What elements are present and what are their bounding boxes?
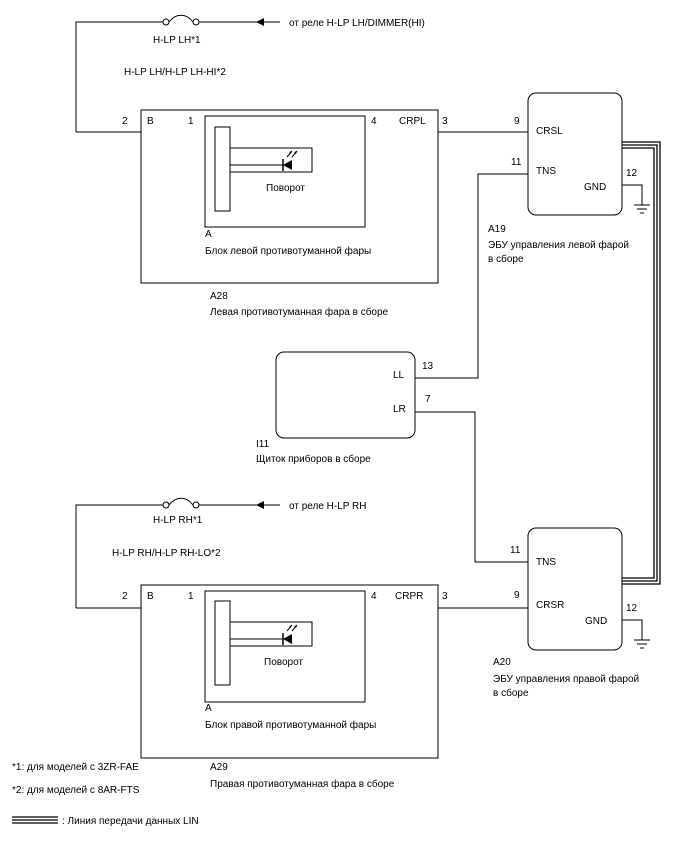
left-fuse-icon [162, 14, 200, 26]
right-supply-wire [75, 504, 163, 608]
left-source-label: от реле H-LP LH/DIMMER(HI) [289, 18, 425, 29]
left-ecu-code: A19 [488, 224, 506, 235]
cluster-box [275, 351, 416, 439]
left-ecu-pin-9: 9 [514, 116, 520, 127]
right-fog-lamp-section: от реле H-LP RH H-LP RH*1 H-LP RH/H-LP R… [75, 497, 528, 790]
left-fuse-label: H-LP LH*1 [153, 35, 201, 46]
right-led-driver-block [214, 600, 231, 686]
lin-legend-icon [12, 816, 58, 824]
right-ecu-section: 11 TNS 9 CRSR GND 12 A20 ЭБУ управления … [493, 527, 650, 699]
left-ground-icon [634, 204, 650, 214]
right-led-icon [282, 624, 298, 645]
right-ecu-tns: TNS [536, 557, 556, 568]
cluster-pin-7: 7 [425, 394, 431, 405]
cluster-code: I11 [256, 439, 270, 450]
right-pin-2: 2 [122, 591, 128, 602]
footnote-1: *1: для моделей с 3ZR-FAE [12, 762, 139, 773]
footnote-2: *2: для моделей с 8AR-FTS [12, 785, 140, 796]
left-ecu-name-2: в сборе [488, 253, 524, 265]
left-assembly-code: A28 [210, 291, 228, 302]
lr-tns-right-wire [415, 411, 528, 563]
left-ecu-pin-11: 11 [511, 157, 522, 168]
left-ecu-tns: TNS [536, 166, 556, 177]
left-variant-label: H-LP LH/H-LP LH-HI*2 [124, 67, 226, 78]
right-inner-unit-name: Блок правой противотуманной фары [205, 719, 376, 731]
right-ecu-box [527, 527, 623, 651]
right-assembly-box [140, 584, 439, 759]
right-ecu-pin-11: 11 [510, 545, 521, 556]
left-pin-4: 4 [371, 116, 377, 127]
right-source-label: от реле H-LP RH [289, 501, 367, 512]
right-fuse-icon [162, 497, 200, 509]
left-pin-3: 3 [442, 116, 448, 127]
left-terminal-crpl: CRPL [399, 116, 426, 127]
notes-section: *1: для моделей с 3ZR-FAE *2: для моделе… [12, 762, 199, 827]
left-ecu-gnd: GND [584, 182, 606, 193]
left-fog-lamp-section: от реле H-LP LH/DIMMER(HI) H-LP LH*1 H-L… [75, 14, 528, 318]
right-ecu-gnd: GND [585, 616, 607, 627]
right-fuse-label: H-LP RH*1 [153, 515, 203, 526]
right-pin-1: 1 [188, 591, 194, 602]
right-ecu-code: A20 [493, 657, 511, 668]
lin-legend-label: : Линия передачи данных LIN [62, 816, 199, 827]
right-terminal-b: B [147, 591, 154, 602]
left-ecu-box [527, 92, 623, 216]
right-source-arrow-icon [256, 501, 264, 509]
left-led-driver-block [214, 126, 231, 212]
left-pin-1: 1 [188, 116, 194, 127]
left-inner-unit-box [204, 115, 366, 228]
right-inner-unit-box [204, 590, 366, 703]
cluster-pin-13: 13 [422, 361, 434, 372]
right-pin-4: 4 [371, 591, 377, 602]
lin-bus-line [622, 141, 661, 585]
left-inner-unit-name: Блок левой противотуманной фары [205, 245, 371, 257]
right-pin-3: 3 [442, 591, 448, 602]
cluster-section: 13 LL 7 LR I11 Щиток приборов в сборе [256, 351, 434, 465]
left-terminal-b: B [147, 116, 154, 127]
left-led-icon [282, 150, 298, 171]
cluster-ll: LL [393, 370, 405, 381]
left-source-arrow-icon [256, 18, 264, 26]
right-assembly-code: A29 [210, 762, 228, 773]
right-ecu-name-2: в сборе [493, 687, 529, 699]
left-assembly-name: Левая противотуманная фара в сборе [210, 306, 389, 318]
cluster-name: Щиток приборов в сборе [256, 453, 371, 465]
right-ecu-pin-9: 9 [514, 590, 520, 601]
left-supply-wire [75, 21, 163, 132]
right-variant-label: H-LP RH/H-LP RH-LO*2 [112, 548, 221, 559]
left-ecu-pin-12: 12 [626, 168, 638, 179]
left-ecu-crsl: CRSL [536, 126, 563, 137]
right-terminal-a: A [205, 703, 212, 714]
right-lamp-label: Поворот [264, 657, 303, 668]
left-lamp-label: Поворот [266, 183, 305, 194]
tns-left-ll-wire [415, 173, 528, 379]
right-assembly-name: Правая противотуманная фара в сборе [210, 778, 395, 790]
right-ecu-crsr: CRSR [536, 600, 564, 611]
left-ecu-section: 9 CRSL 11 TNS GND 12 A19 ЭБУ управления … [488, 92, 650, 265]
left-assembly-box [140, 109, 439, 284]
left-terminal-a: A [205, 229, 212, 240]
cluster-lr: LR [393, 404, 406, 415]
left-ecu-name-1: ЭБУ управления левой фарой [488, 239, 629, 251]
left-pin-2: 2 [122, 116, 128, 127]
right-ecu-pin-12: 12 [626, 603, 638, 614]
right-ground-icon [634, 639, 650, 649]
right-ecu-name-1: ЭБУ управления правой фарой [493, 673, 639, 685]
right-terminal-crpr: CRPR [395, 591, 423, 602]
